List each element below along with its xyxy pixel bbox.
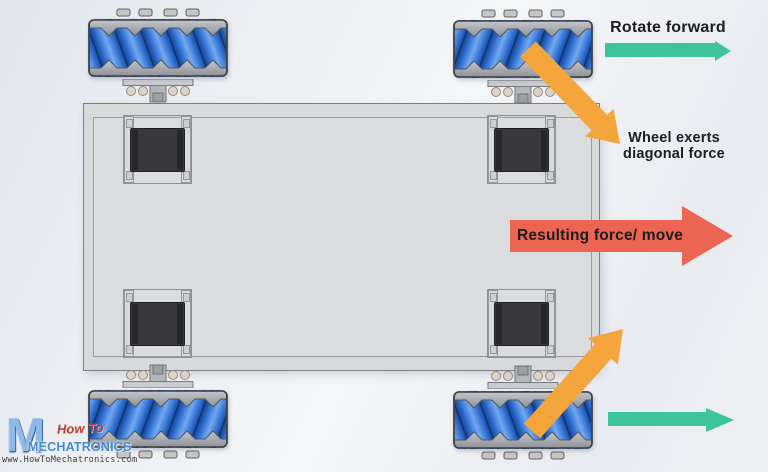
motor-mount-top-right <box>487 115 556 184</box>
mecanum-wheel-bottom-right <box>453 388 593 452</box>
mecanum-wheel-top-right <box>453 17 593 81</box>
wheel-force-line2: diagonal force <box>623 146 725 162</box>
logo-monogram: M <box>6 408 46 461</box>
bolt-row-bottom-right <box>481 451 565 460</box>
wheel-hub-bottom-left <box>122 364 194 388</box>
motor-bottom-left <box>130 302 185 346</box>
wheel-diagonal-force-label: Wheel exerts diagonal force <box>599 130 749 162</box>
wheel-hub-top-left <box>122 79 194 103</box>
motor-mount-top-left <box>123 115 192 184</box>
logo-website-url: www.HowToMechatronics.com <box>2 455 138 465</box>
mecanum-wheel-top-left <box>88 16 228 80</box>
logo-tagline: How To <box>56 420 104 437</box>
motor-mount-bottom-left <box>123 289 192 358</box>
motor-bottom-right <box>494 302 549 346</box>
motor-mount-bottom-right <box>487 289 556 358</box>
logo-brand: MECHATRONICS <box>28 440 132 454</box>
howtomechatronics-logo: M How To MECHATRONICS www.HowToMechatron… <box>2 408 138 470</box>
rotate-forward-arrow-bottom <box>608 408 734 432</box>
rotate-forward-arrow-top <box>605 41 731 61</box>
resulting-force-label: Resulting force/ move <box>516 227 684 244</box>
motor-top-right <box>494 128 549 172</box>
wheel-hub-bottom-right <box>487 365 559 389</box>
wheel-force-line1: Wheel exerts <box>628 130 720 146</box>
motor-top-left <box>130 128 185 172</box>
wheel-hub-top-right <box>487 80 559 104</box>
rotate-forward-label: Rotate forward <box>610 19 726 36</box>
